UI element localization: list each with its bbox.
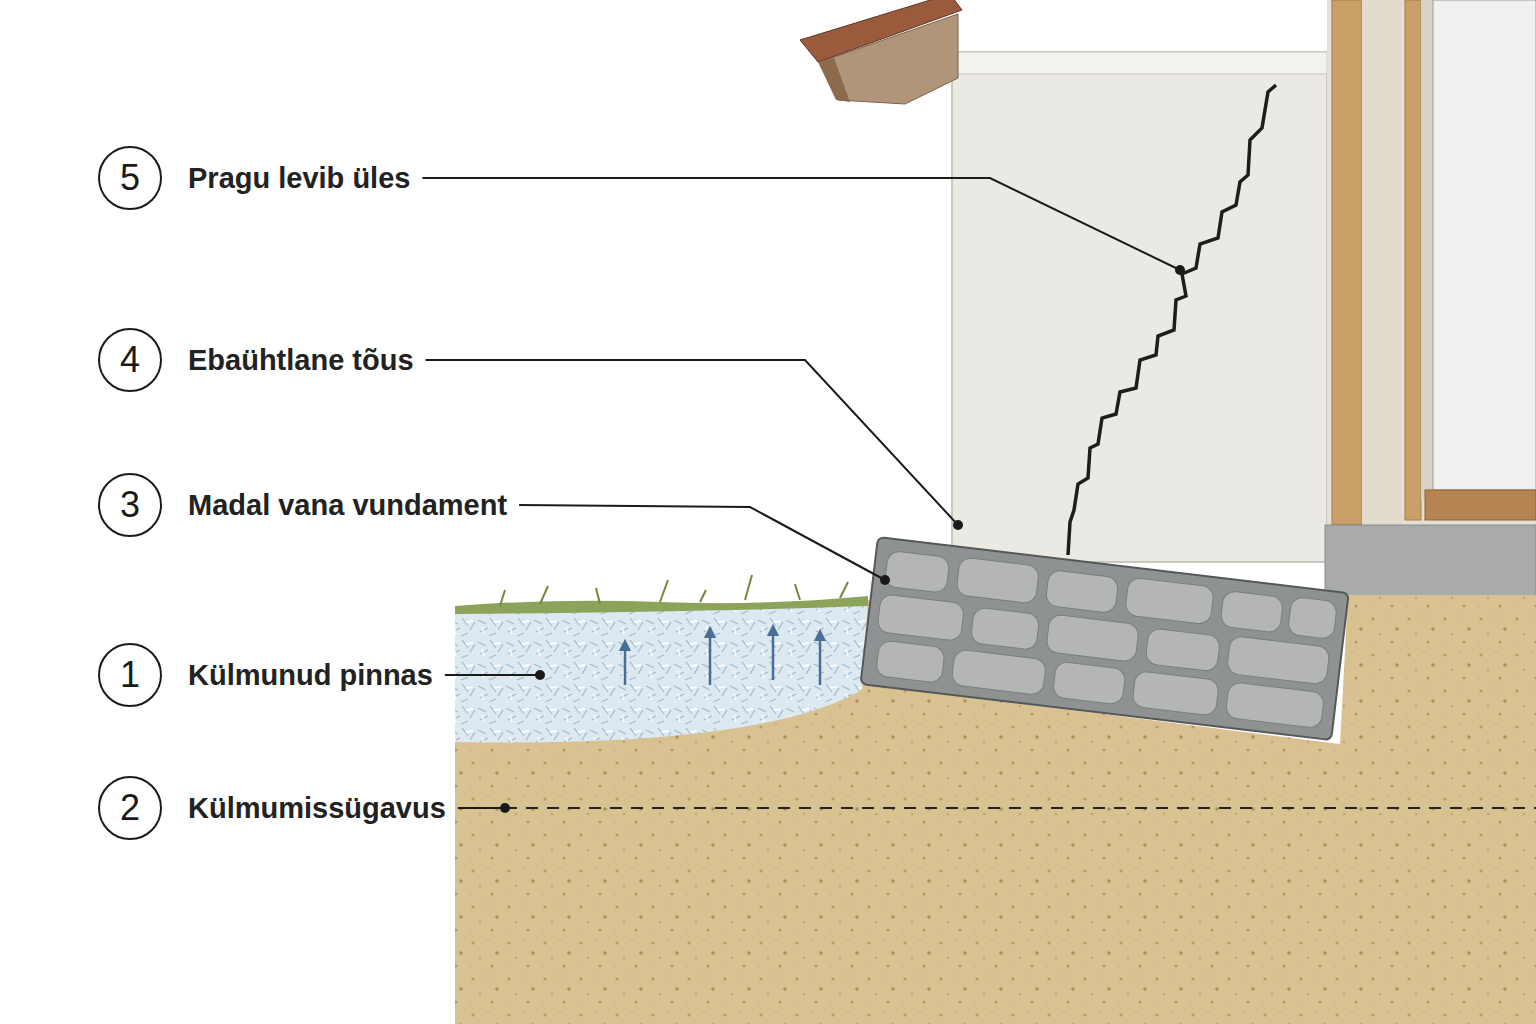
callout-label: Külmunud pinnas xyxy=(188,658,433,693)
window-sill xyxy=(1425,490,1536,520)
callout-number: 4 xyxy=(98,328,162,392)
house-wall xyxy=(952,52,1327,562)
callout: 5 Pragu levib üles xyxy=(98,146,410,210)
callout-label: Külmumissügavus xyxy=(188,791,446,826)
leader-dot xyxy=(535,670,545,680)
leader-dot xyxy=(953,520,963,530)
stone-foundation xyxy=(860,537,1348,740)
callout: 4 Ebaühtlane tõus xyxy=(98,328,414,392)
heave-arrow xyxy=(624,645,627,685)
window-frame xyxy=(1405,0,1421,520)
concrete-base xyxy=(1325,525,1536,597)
callout-number: 3 xyxy=(98,473,162,537)
heave-arrow xyxy=(819,635,822,685)
leader-line xyxy=(445,674,540,676)
leader-dot xyxy=(500,803,510,813)
frozen-soil xyxy=(455,600,868,743)
roof-fascia xyxy=(818,58,850,102)
wood-trim xyxy=(1332,0,1362,525)
leader-line xyxy=(519,505,885,580)
callout: 3 Madal vana vundament xyxy=(98,473,507,537)
callout-number: 2 xyxy=(98,776,162,840)
window-glass xyxy=(1433,0,1536,490)
heave-arrow xyxy=(709,632,712,685)
leader-dot xyxy=(1175,265,1185,275)
wall-strip xyxy=(1362,0,1402,525)
callout: 1 Külmunud pinnas xyxy=(98,643,433,707)
callout-label: Pragu levib üles xyxy=(188,161,410,196)
callout-number: 5 xyxy=(98,146,162,210)
window-wall xyxy=(1327,0,1536,525)
ice-crystals xyxy=(455,600,868,743)
callout-label: Madal vana vundament xyxy=(188,488,507,523)
roof-shingles xyxy=(800,0,962,62)
soil xyxy=(455,595,1536,1024)
frost-depth-line xyxy=(505,807,1536,809)
leader-line xyxy=(458,807,505,809)
leader-line xyxy=(422,178,1180,270)
grass-blades xyxy=(500,575,848,606)
leader-dot xyxy=(880,575,890,585)
callout-number: 1 xyxy=(98,643,162,707)
callout-label: Ebaühtlane tõus xyxy=(188,343,414,378)
callout: 2 Külmumissügavus xyxy=(98,776,446,840)
soil-texture xyxy=(455,595,1536,1024)
wall-crack xyxy=(1068,85,1276,555)
window-frame xyxy=(1421,0,1433,500)
wall-trim xyxy=(952,52,1327,74)
heave-arrow xyxy=(772,630,775,680)
